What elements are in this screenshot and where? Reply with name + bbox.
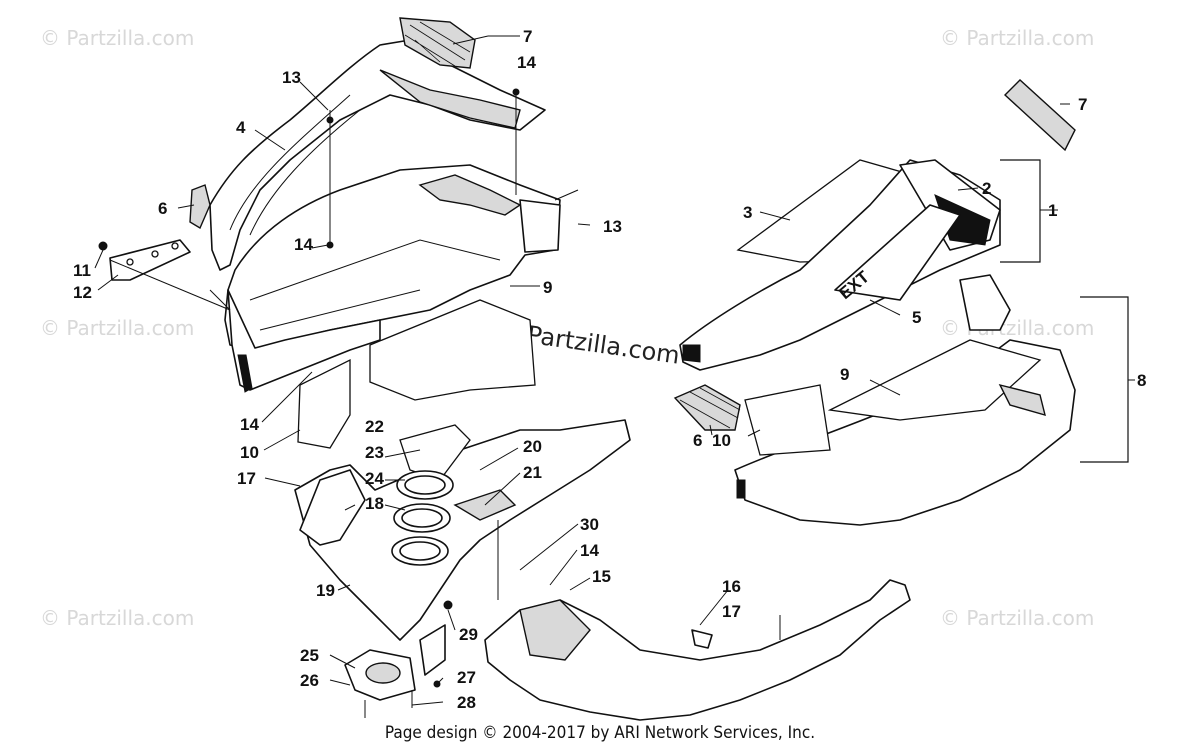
part-7-right-grille [1003, 79, 1076, 152]
callout-16: 16 [722, 577, 741, 596]
part-4-upper-hood [209, 39, 546, 271]
callout-10: 10 [240, 443, 259, 462]
callout-14: 14 [580, 541, 599, 560]
callout-6: 6 [693, 431, 702, 450]
watermark: © Partzilla.com [40, 26, 194, 50]
callout-14: 14 [517, 53, 536, 72]
callout-18: 18 [365, 494, 384, 513]
part-12-bracket [98, 239, 231, 311]
watermark: © Partzilla.com [940, 316, 1094, 340]
callout-6: 6 [158, 199, 167, 218]
callout-24: 24 [365, 469, 384, 488]
callout-15: 15 [592, 567, 611, 586]
watermark: © Partzilla.com [940, 26, 1094, 50]
callout-25: 25 [300, 646, 319, 665]
callout-11: 11 [73, 261, 91, 280]
callout-7: 7 [523, 27, 532, 46]
watermark: © Partzilla.com [40, 316, 194, 340]
callout-10: 10 [712, 431, 731, 450]
part-1-side-panel: EXT [679, 159, 1001, 371]
callout-2: 2 [982, 179, 991, 198]
callout-27: 27 [457, 668, 476, 687]
part-8-lower-panel [734, 274, 1076, 526]
callout-12: 12 [73, 283, 92, 302]
callout-5: 5 [912, 308, 921, 327]
lower-left-assembly [294, 419, 631, 641]
callout-1: 1 [1048, 201, 1057, 220]
callout-28: 28 [457, 693, 476, 712]
upper-lower-skirt [227, 289, 381, 393]
callout-14: 14 [294, 235, 313, 254]
callout-13: 13 [603, 217, 622, 236]
watermarks: © Partzilla.com © Partzilla.com © Partzi… [40, 26, 1094, 630]
callout-21: 21 [523, 463, 542, 482]
callout-17: 17 [237, 469, 256, 488]
part-6-right-vent [673, 384, 741, 431]
lower-small-parts [344, 624, 446, 718]
callout-17: 17 [722, 602, 741, 621]
part-9-foam-left [369, 299, 536, 401]
callout-8: 8 [1137, 371, 1146, 390]
part-6-left-vent [189, 184, 211, 230]
callout-23: 23 [365, 443, 384, 462]
callout-13: 13 [282, 68, 301, 87]
callout-19: 19 [316, 581, 335, 600]
callout-4: 4 [236, 118, 246, 137]
callout-26: 26 [300, 671, 319, 690]
bracket-1 [1000, 159, 1041, 263]
watermark: © Partzilla.com [40, 606, 194, 630]
callout-9: 9 [543, 278, 552, 297]
callout-14: 14 [240, 415, 259, 434]
footer-credit: Page design © 2004-2017 by ARI Network S… [385, 723, 815, 743]
callout-9: 9 [840, 365, 849, 384]
callout-29: 29 [459, 625, 478, 644]
callout-7: 7 [1078, 95, 1087, 114]
callout-3: 3 [743, 203, 752, 222]
upper-body [224, 88, 561, 351]
part-10-foam-right [744, 384, 831, 456]
bottom-pan [484, 579, 911, 721]
callout-numbers: 7 14 13 4 6 13 14 11 12 9 14 10 7 2 1 3 … [73, 27, 1146, 712]
watermark: © Partzilla.com [940, 606, 1094, 630]
callout-20: 20 [523, 437, 542, 456]
callout-30: 30 [580, 515, 599, 534]
part-10-foam-left [297, 358, 351, 449]
leader-lines [94, 35, 1070, 706]
part-7-top-grille [399, 17, 476, 69]
callout-22: 22 [365, 417, 384, 436]
